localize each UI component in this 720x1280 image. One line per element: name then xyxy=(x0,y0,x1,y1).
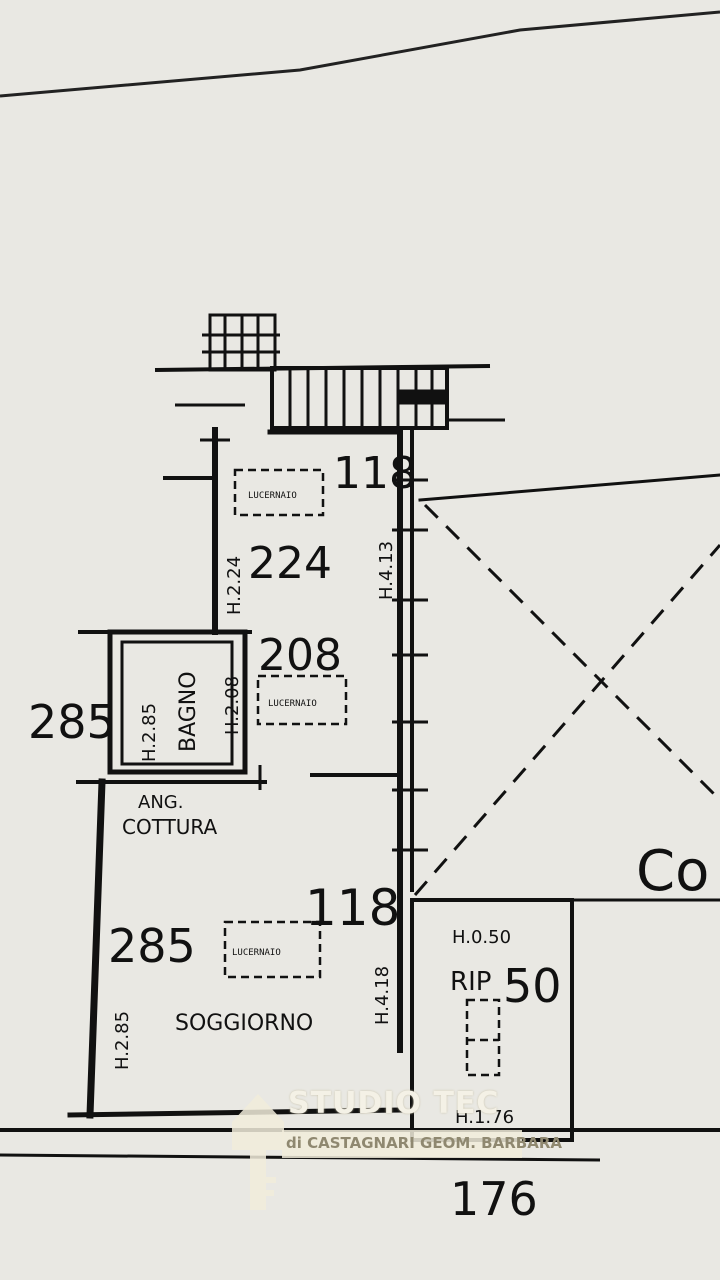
dimension-285-left: 285 xyxy=(28,695,116,749)
height-label: H.1.76 xyxy=(455,1107,514,1128)
skylight-label: LUCERNAIO xyxy=(248,491,297,501)
room-label-soggiorno: SOGGIORNO xyxy=(175,1011,313,1036)
watermark-title: STUDIO TEC xyxy=(288,1086,500,1121)
walls xyxy=(67,427,720,1142)
dimension-176: 176 xyxy=(450,1172,538,1226)
skylight-label: LUCERNAIO xyxy=(268,699,317,709)
height-label: H.4.13 xyxy=(376,541,397,600)
dimension-208: 208 xyxy=(258,630,342,681)
room-label-ang: ANG. xyxy=(138,792,183,813)
watermark-subtitle-band xyxy=(282,1130,522,1158)
height-label: H.2.85 xyxy=(112,1011,133,1070)
watermark-subtitle: di CASTAGNARI GEOM. BARBARA xyxy=(286,1134,562,1152)
dimension-224: 224 xyxy=(248,538,332,589)
dimension-118-mid: 118 xyxy=(305,879,400,937)
height-label: H.2.85 xyxy=(139,703,160,762)
watermark-house-key-logo xyxy=(232,1094,284,1210)
dimension-285-living: 285 xyxy=(108,919,196,973)
room-label-cottura: COTTURA xyxy=(122,815,218,839)
height-label: H.0.50 xyxy=(452,927,511,948)
boundary-line-top xyxy=(0,10,720,98)
void-diagonals xyxy=(413,503,720,896)
stairs xyxy=(154,313,505,430)
room-label-corridor-partial: Co xyxy=(636,839,709,904)
dimension-118-top: 118 xyxy=(333,448,417,499)
room-label-rip: RIP xyxy=(450,967,491,997)
height-label: H.2.24 xyxy=(224,556,245,615)
dimension-50: 50 xyxy=(503,959,562,1013)
height-label: H.2.08 xyxy=(222,676,243,735)
skylight-label: LUCERNAIO xyxy=(232,948,281,958)
wall-ticks xyxy=(200,438,428,852)
height-label: H.4.18 xyxy=(372,966,393,1025)
room-label-bagno: BAGNO xyxy=(176,671,201,752)
skylights xyxy=(223,468,501,1077)
